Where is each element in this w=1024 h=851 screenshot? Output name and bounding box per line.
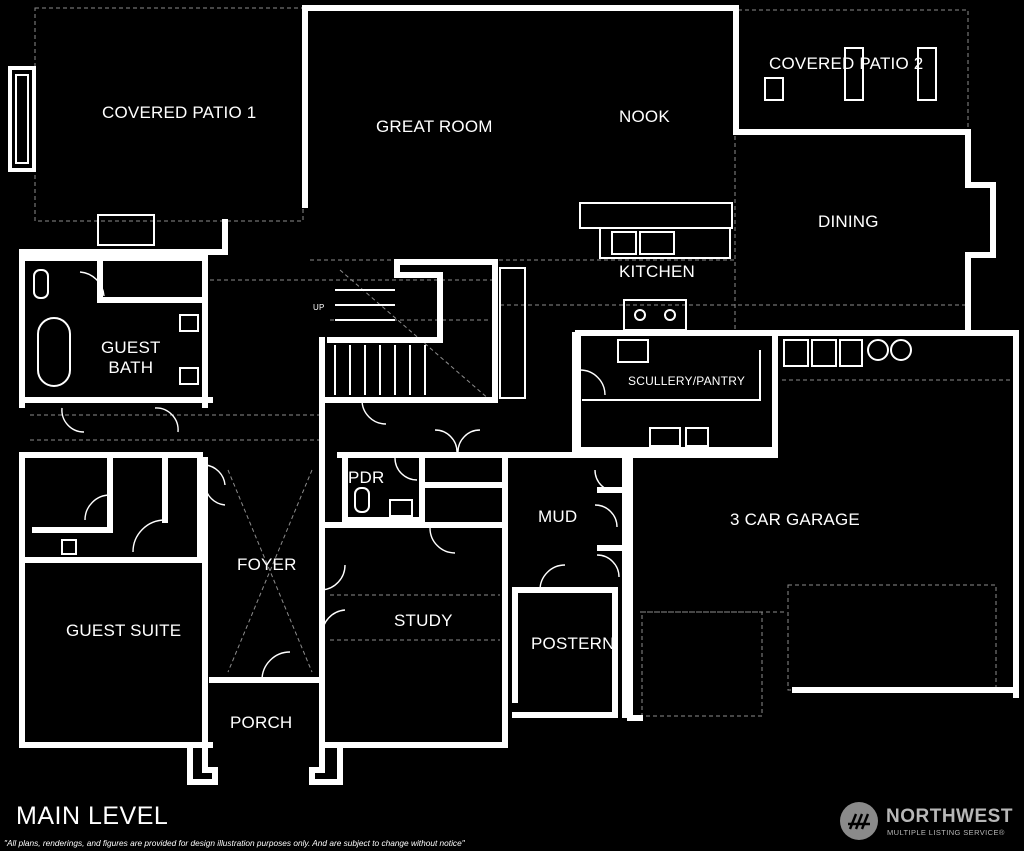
guest-bath-line-2: BATH (108, 357, 154, 377)
room-label-covered-patio-1: COVERED PATIO 1 (102, 103, 257, 122)
room-label-scullery-pantry: SCULLERY/PANTRY (628, 374, 746, 388)
plan-title: MAIN LEVEL (16, 802, 169, 830)
room-label-great-room: GREAT ROOM (376, 117, 493, 136)
room-label-nook: NOOK (619, 107, 670, 126)
nwmls-subtitle: MULTIPLE LISTING SERVICE® (887, 828, 1005, 837)
room-label-covered-patio-2: COVERED PATIO 2 (769, 54, 924, 73)
room-label-dining: DINING (818, 212, 879, 231)
nwmls-name: NORTHWEST (886, 806, 1013, 827)
room-label-foyer: FOYER (237, 555, 297, 574)
nwmls-logo: NORTHWEST MULTIPLE LISTING SERVICE® (836, 800, 1016, 844)
room-label-study: STUDY (394, 611, 453, 630)
disclaimer-text: "All plans, renderings, and figures are … (4, 838, 465, 848)
stairs-up-label: UP (313, 303, 325, 312)
room-label-mud: MUD (538, 507, 578, 526)
room-label-pdr: PDR (348, 468, 385, 487)
room-label-guest-suite: GUEST SUITE (66, 621, 182, 640)
room-label-3-car-garage: 3 CAR GARAGE (730, 510, 860, 529)
guest-bath-line-1: GUEST (101, 338, 161, 357)
room-label-porch: PORCH (230, 713, 293, 732)
room-label-kitchen: KITCHEN (619, 262, 696, 281)
nwmls-badge-icon (840, 802, 878, 840)
room-label-postern: POSTERN (531, 634, 615, 653)
room-label-guest-bath: GUEST BATH (101, 338, 161, 377)
